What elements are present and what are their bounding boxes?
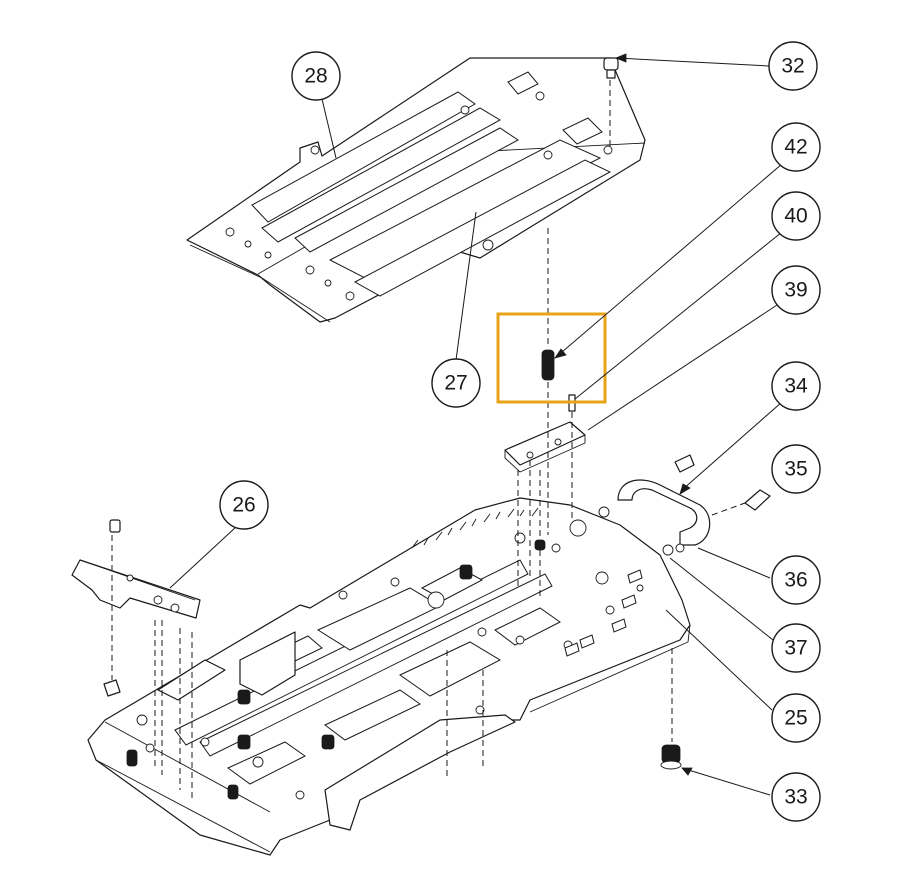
callout-label: 33 bbox=[784, 786, 807, 809]
assembly-lines bbox=[111, 80, 746, 800]
callout-label: 34 bbox=[784, 375, 808, 398]
left-bracket bbox=[71, 519, 201, 697]
callout-27: 27 bbox=[431, 358, 481, 408]
callout-42: 42 bbox=[771, 122, 821, 172]
callout-label: 42 bbox=[784, 136, 807, 159]
callout-39: 39 bbox=[771, 265, 821, 315]
callout-label: 36 bbox=[784, 569, 807, 592]
carry-handle bbox=[598, 479, 711, 556]
callout-label: 37 bbox=[784, 637, 807, 660]
callout-35: 35 bbox=[771, 444, 821, 494]
cover-plate bbox=[186, 57, 646, 323]
dial-scale bbox=[411, 507, 539, 549]
callout-label: 28 bbox=[304, 65, 327, 88]
callout-36: 36 bbox=[771, 555, 821, 605]
leader-lines bbox=[169, 53, 783, 796]
callout-34: 34 bbox=[771, 361, 821, 411]
callout-26: 26 bbox=[219, 480, 269, 530]
callout-label: 25 bbox=[784, 707, 807, 730]
callout-label: 39 bbox=[784, 279, 807, 302]
callout-label: 32 bbox=[781, 55, 804, 78]
highlight-box bbox=[496, 312, 607, 404]
angle-bracket bbox=[504, 421, 586, 473]
callout-33: 33 bbox=[771, 772, 821, 822]
callout-28: 28 bbox=[291, 51, 341, 101]
callout-32: 32 bbox=[768, 41, 818, 91]
callout-label: 27 bbox=[444, 372, 467, 395]
callout-37: 37 bbox=[771, 623, 821, 673]
callout-label: 35 bbox=[784, 458, 807, 481]
callout-label: 26 bbox=[232, 494, 255, 517]
base-plate bbox=[87, 497, 691, 856]
callout-label: 40 bbox=[784, 205, 807, 228]
callout-40: 40 bbox=[771, 191, 821, 241]
callout-25: 25 bbox=[771, 693, 821, 743]
